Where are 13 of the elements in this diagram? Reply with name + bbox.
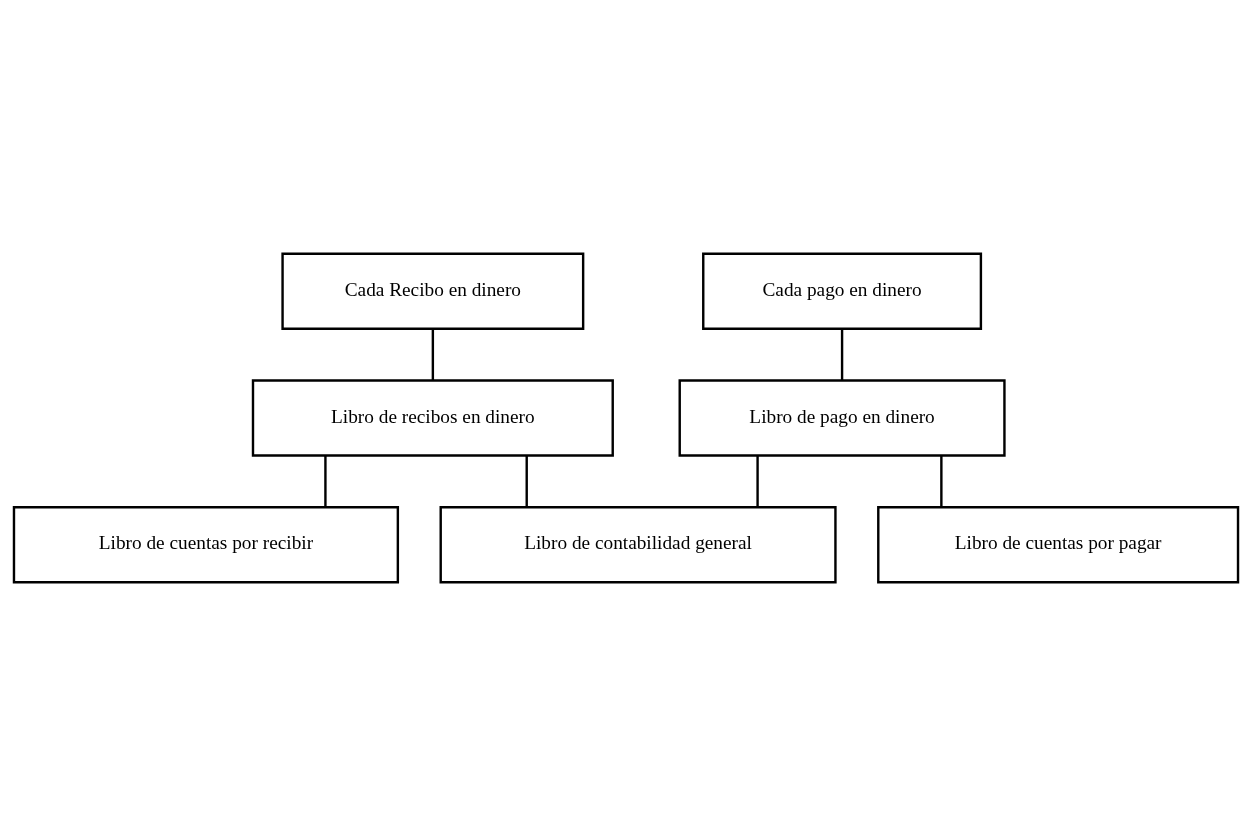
node-box: Libro de cuentas por recibir	[12, 506, 400, 584]
node-box: Libro de cuentas por pagar	[877, 506, 1240, 584]
node-box: Cada pago en dinero	[702, 252, 983, 330]
connector	[840, 328, 844, 381]
connector	[756, 455, 759, 507]
connector	[324, 455, 327, 507]
connector	[431, 328, 435, 381]
connector	[525, 455, 528, 507]
node-box: Libro de recibos en dinero	[251, 379, 614, 457]
connector	[940, 455, 943, 507]
node-box: Libro de pago en dinero	[678, 379, 1006, 457]
node-box: Cada Recibo en dinero	[281, 252, 585, 330]
node-box: Libro de contabilidad general	[439, 506, 837, 584]
